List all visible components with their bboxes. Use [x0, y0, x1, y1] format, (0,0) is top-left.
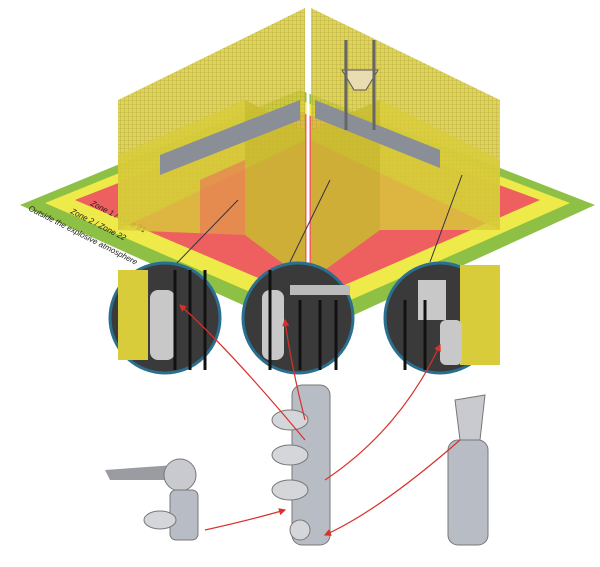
handle-device-left: [105, 458, 199, 541]
detail-circle-2: [241, 261, 355, 375]
fence-right: [311, 8, 500, 280]
fence-left: [118, 8, 305, 280]
detail-circle-1: [108, 261, 222, 375]
interlock-device-right: [447, 394, 489, 546]
callout-lines: [174, 174, 463, 266]
detail-circle-3: [383, 261, 500, 375]
interlock-device-center: [271, 384, 331, 546]
arrows: [179, 304, 461, 536]
